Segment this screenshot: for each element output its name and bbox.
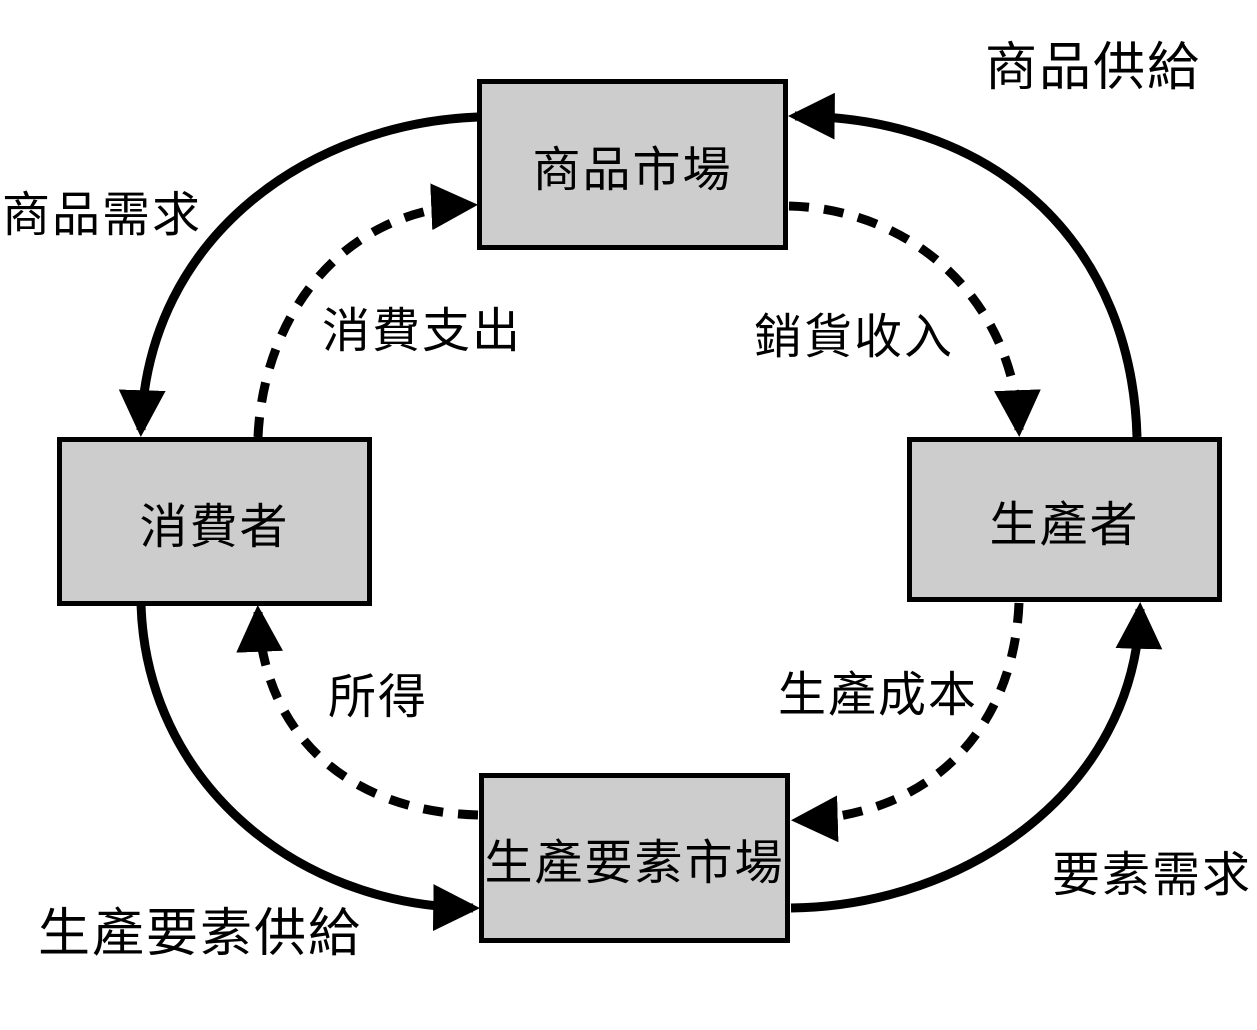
node-producer-label: 生產者 — [989, 498, 1140, 552]
goods-supply-arrow — [787, 92, 1142, 438]
factor-supply-label: 生產要素供給 — [38, 905, 363, 963]
node-consumer: 消費者 — [57, 437, 372, 606]
production-cost-label: 生產成本 — [778, 669, 979, 722]
sales-revenue-label: 銷貨收入 — [754, 311, 955, 364]
income-label: 所得 — [328, 671, 429, 724]
factor-supply-arrow — [136, 603, 481, 931]
node-factor-market: 生產要素市場 — [479, 773, 790, 943]
factor-demand-label: 要素需求 — [1052, 849, 1253, 902]
node-goods-market-label: 商品市場 — [532, 143, 733, 197]
node-producer: 生產者 — [907, 437, 1222, 602]
node-consumer-label: 消費者 — [139, 500, 290, 554]
consumption-expenditure-label: 消費支出 — [322, 305, 523, 358]
node-factor-market-label: 生產要素市場 — [484, 837, 785, 890]
node-goods-market: 商品市場 — [477, 79, 788, 250]
goods-supply-label: 商品供給 — [985, 39, 1202, 97]
goods-demand-arrow — [118, 112, 479, 438]
goods-demand-label: 商品需求 — [2, 189, 203, 242]
